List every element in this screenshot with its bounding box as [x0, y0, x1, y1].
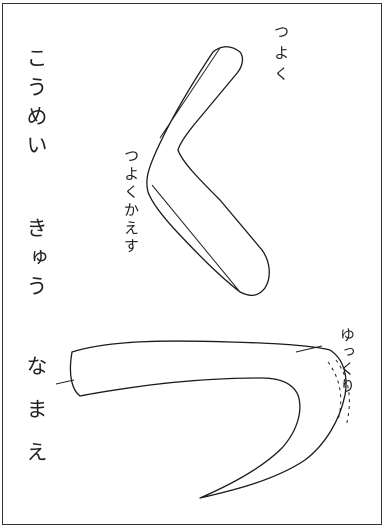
label-kyuu: きゅう [24, 217, 48, 304]
stroke-edge-guide-upper [159, 47, 221, 139]
stroke-top-tick [295, 345, 323, 353]
annotation-yukkuri: ゆっくり [338, 327, 356, 395]
worksheet-border [2, 3, 382, 525]
stroke-dashed-guide-1 [327, 361, 342, 421]
stroke-edge-guide-lower [151, 184, 241, 293]
label-koumei: こうめい [24, 47, 48, 163]
label-namae: なまえ [24, 355, 48, 484]
character-tsu-stroke [55, 340, 350, 499]
stroke-start-tick [55, 379, 75, 385]
annotation-tsuyoku-kaesu: つよくかえす [122, 148, 140, 256]
character-ku-stroke [146, 46, 270, 296]
annotation-tsuyoku: つよく [272, 24, 290, 87]
